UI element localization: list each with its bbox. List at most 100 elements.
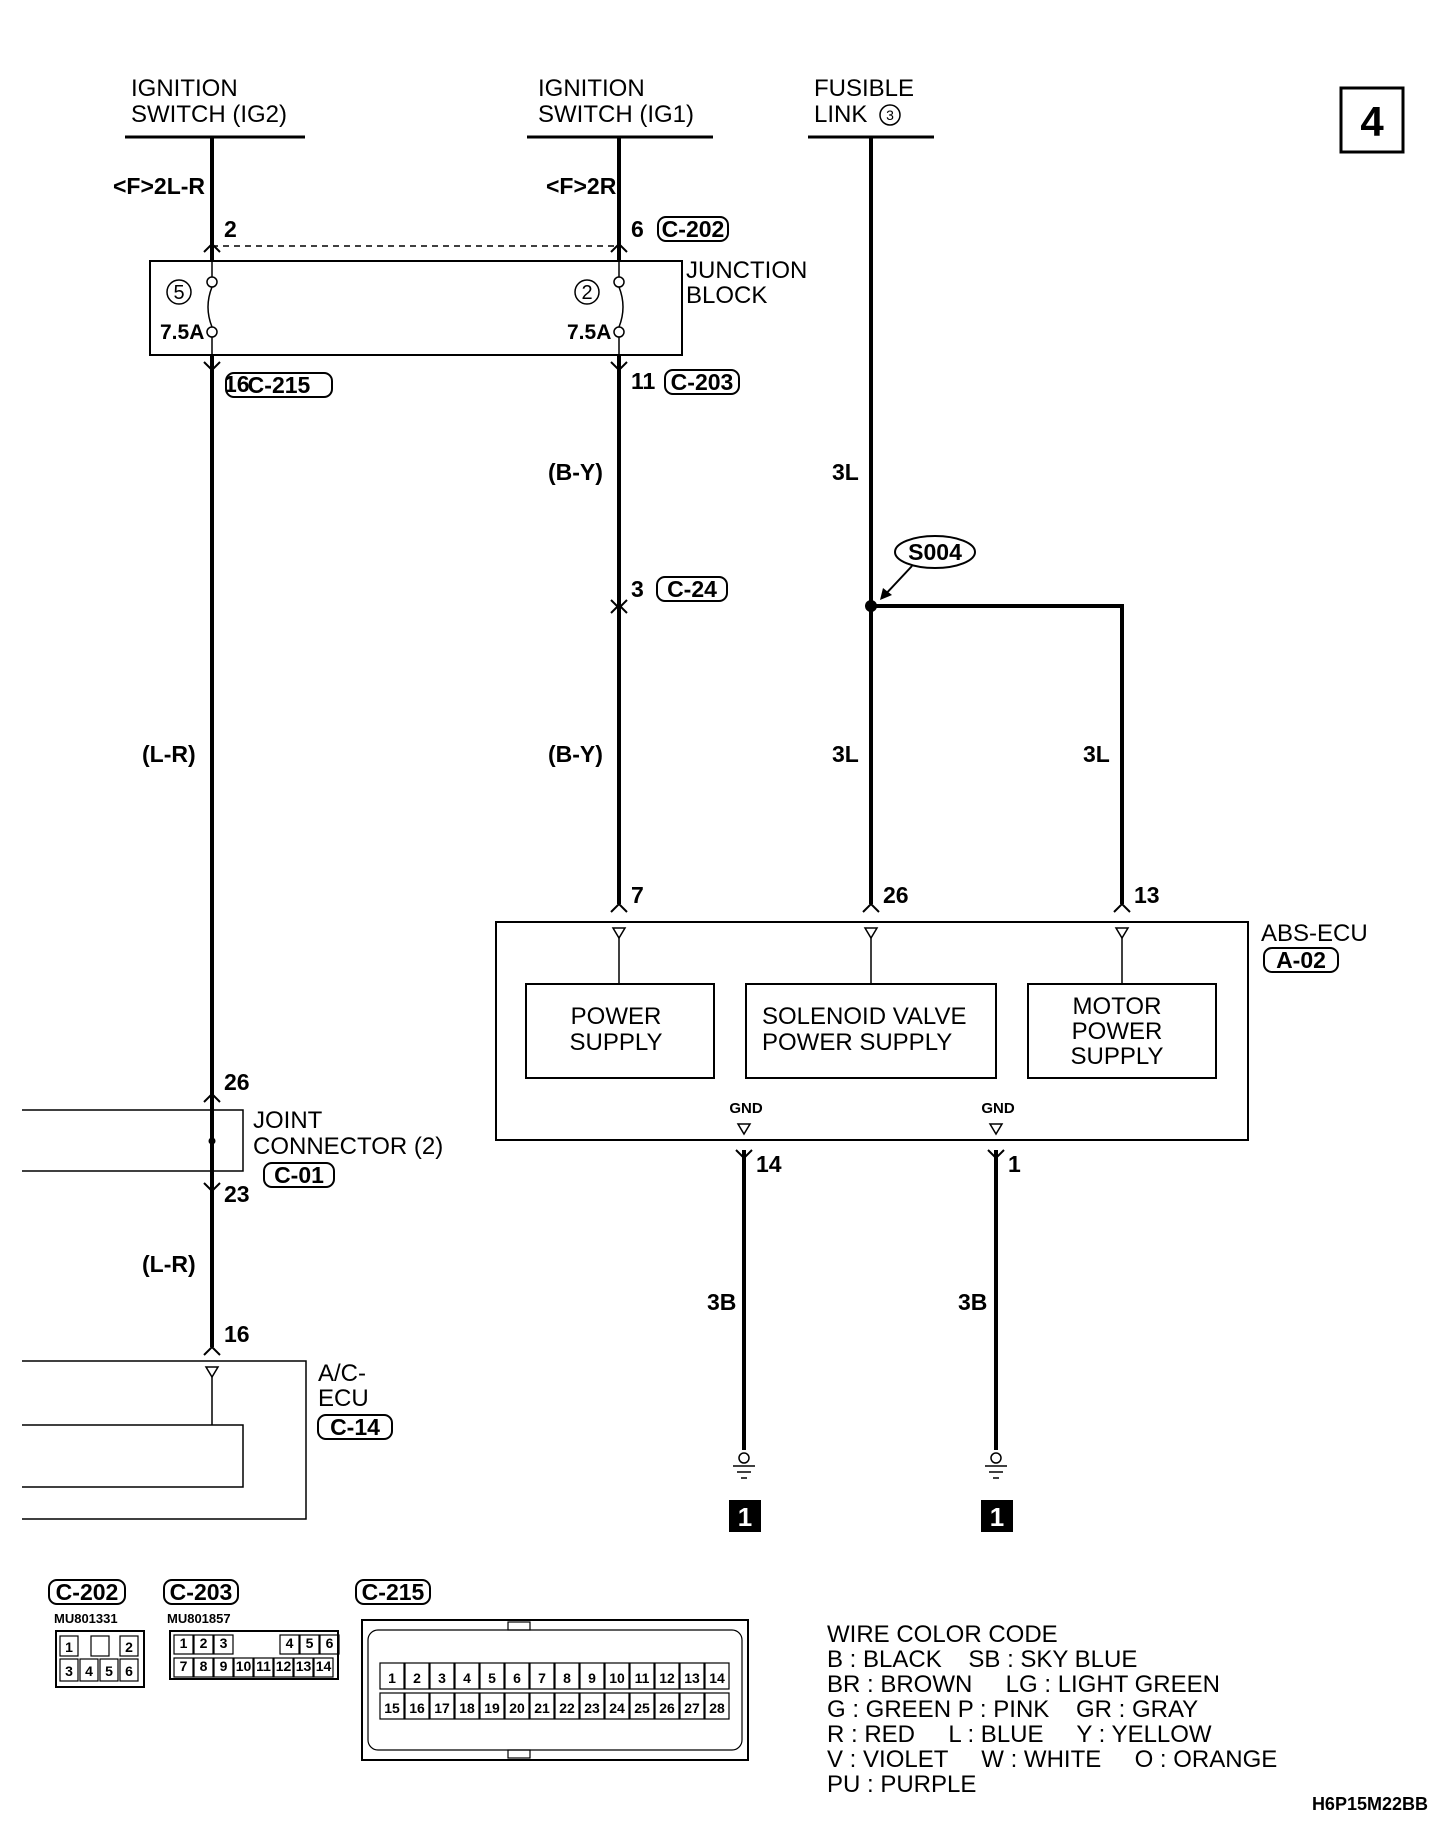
- c14-frame: [317, 1414, 393, 1440]
- c203-cell-frame: [193, 1657, 214, 1678]
- fuse-b-number: 2: [581, 282, 592, 304]
- fuse-b-number-circle: [574, 279, 600, 305]
- fuse-b: [613, 261, 625, 355]
- source-ig1: IGNITION SWITCH (IG1): [527, 75, 713, 139]
- c203-part-number: MU801857: [167, 1611, 231, 1626]
- c215-cell: 19: [484, 1700, 500, 1716]
- chevron-gnd-1: [987, 1149, 1005, 1160]
- gnd-label-b: GND: [981, 1100, 1015, 1117]
- abs-ecu: ABS-ECU POWER SUPPLY SOLENOID VALVE POWE…: [495, 920, 1368, 1141]
- c215-body: [361, 1619, 749, 1761]
- chevron-gnd-14: [735, 1149, 753, 1160]
- c215-cell-frame: [429, 1692, 455, 1720]
- splice-ellipse: [894, 535, 976, 569]
- pin-jc-out: 23: [224, 1181, 250, 1207]
- c203-cell-frame: [233, 1657, 254, 1678]
- chevron-ig1-jb-in: [610, 242, 628, 253]
- solenoid-line2: POWER SUPPLY: [762, 1029, 952, 1056]
- junction-block-line1: JUNCTION: [686, 257, 807, 284]
- connector-view-c202: C-202 MU801331 1 2 3 4 5 6: [48, 1579, 145, 1688]
- c215-view-label: C-215: [362, 1579, 425, 1605]
- c203-view-label: C-203: [170, 1579, 233, 1605]
- legend-line: G : GREEN P : PINK GR : GRAY: [827, 1696, 1198, 1723]
- power-supply-line1: POWER: [571, 1003, 662, 1030]
- c14-label: C-14: [330, 1414, 380, 1440]
- pin-abs-13: 13: [1134, 882, 1160, 908]
- c203-cell-frame: [213, 1657, 234, 1678]
- ig2-label-line2: SWITCH (IG2): [131, 101, 287, 128]
- figure-code: H6P15M22BB: [1312, 1794, 1428, 1814]
- c01-frame: [263, 1162, 335, 1188]
- c215-cell-frame: [629, 1692, 655, 1720]
- splice-s004: S004: [880, 535, 976, 600]
- c203-cell: 14: [316, 1658, 332, 1674]
- c215-cell: 27: [684, 1700, 700, 1716]
- c203-cell-frame: [253, 1657, 274, 1678]
- ground-ref-b: 1: [990, 1502, 1004, 1532]
- fuse-a-number: 5: [173, 282, 184, 304]
- wire-label-ig2-mid: (L-R): [142, 741, 196, 767]
- c215-cell-frame: [704, 1692, 730, 1720]
- c215-top-key: [507, 1621, 531, 1631]
- joint-connector-line1: JOINT: [253, 1107, 323, 1134]
- c215-cell-frame: [504, 1692, 530, 1720]
- c202-frame: [657, 216, 729, 242]
- legend-title: WIRE COLOR CODE: [827, 1621, 1058, 1648]
- c215-cell: 10: [609, 1670, 625, 1686]
- c215-cell: 3: [438, 1670, 446, 1686]
- c202-view-label: C-202: [56, 1579, 119, 1605]
- abs-ecu-label: ABS-ECU: [1261, 920, 1368, 947]
- legend-line: V : VIOLET W : WHITE O : ORANGE: [827, 1746, 1277, 1773]
- legend-line: PU : PURPLE: [827, 1771, 976, 1798]
- c215-cell-frame: [679, 1692, 705, 1720]
- c203-cell-frame: [213, 1634, 234, 1655]
- ig1-label-line2: SWITCH (IG1): [538, 101, 694, 128]
- c203-cell: 3: [220, 1635, 228, 1651]
- c215-cell: 28: [709, 1700, 725, 1716]
- c215-cell-frame: [604, 1692, 630, 1720]
- c203-cell-frame: [273, 1657, 294, 1678]
- motor-line1: MOTOR: [1073, 993, 1162, 1020]
- c215-cell: 16: [409, 1700, 425, 1716]
- c203-body: [169, 1630, 339, 1680]
- c215-cell-frame: [379, 1662, 405, 1690]
- c215-cell-frame: [629, 1662, 655, 1690]
- pin-ig1-jb-in: 6: [631, 216, 644, 242]
- c215-cell: 23: [584, 1700, 600, 1716]
- c215-cell-frame: [554, 1692, 580, 1720]
- pin-c24: 3: [631, 576, 644, 602]
- c215-cell-frame: [504, 1662, 530, 1690]
- c215-cell: 25: [634, 1700, 650, 1716]
- wire-label-ig2-low: (L-R): [142, 1251, 196, 1277]
- wire-label-gnd-b: 3B: [958, 1289, 987, 1315]
- chevron-jc-out: [203, 1182, 221, 1193]
- c215-cell: 9: [588, 1670, 596, 1686]
- chevron-ig2-jb-in: [203, 242, 221, 253]
- connector-marks: [203, 242, 1131, 1356]
- c215-cell-frame: [529, 1662, 555, 1690]
- fuse-a-number-circle: [166, 279, 192, 305]
- c203-cell: 9: [220, 1658, 228, 1674]
- chevron-jc-in: [203, 1092, 221, 1103]
- ac-ecu-line2: ECU: [318, 1385, 369, 1412]
- source-ig2: IGNITION SWITCH (IG2): [125, 75, 305, 139]
- fuse-b-rating: 7.5A: [567, 321, 611, 344]
- joint-connector-line2: CONNECTOR (2): [253, 1133, 443, 1160]
- legend-line: BR : BROWN LG : LIGHT GREEN: [827, 1671, 1220, 1698]
- wire-label-ig1-lower: (B-Y): [548, 741, 603, 767]
- c203-cell-frame: [293, 1657, 314, 1678]
- c203-cell-frame: [279, 1634, 300, 1655]
- pin-ig1-jb-out: 11: [631, 368, 656, 394]
- c203-cell: 7: [180, 1658, 188, 1674]
- joint-connector: JOINT CONNECTOR (2): [22, 1107, 443, 1172]
- c01-label: C-01: [274, 1162, 324, 1188]
- junction-block: JUNCTION BLOCK 5 7.5A 2 7.5A: [149, 257, 807, 356]
- c215-cell-frame: [479, 1662, 505, 1690]
- c202-cell: 1: [65, 1639, 73, 1655]
- wire-label-ig1-top: <F>2R: [546, 173, 617, 199]
- page-number: 4: [1360, 98, 1384, 145]
- power-supply-box: [525, 983, 715, 1079]
- c202-cell: 2: [125, 1639, 133, 1655]
